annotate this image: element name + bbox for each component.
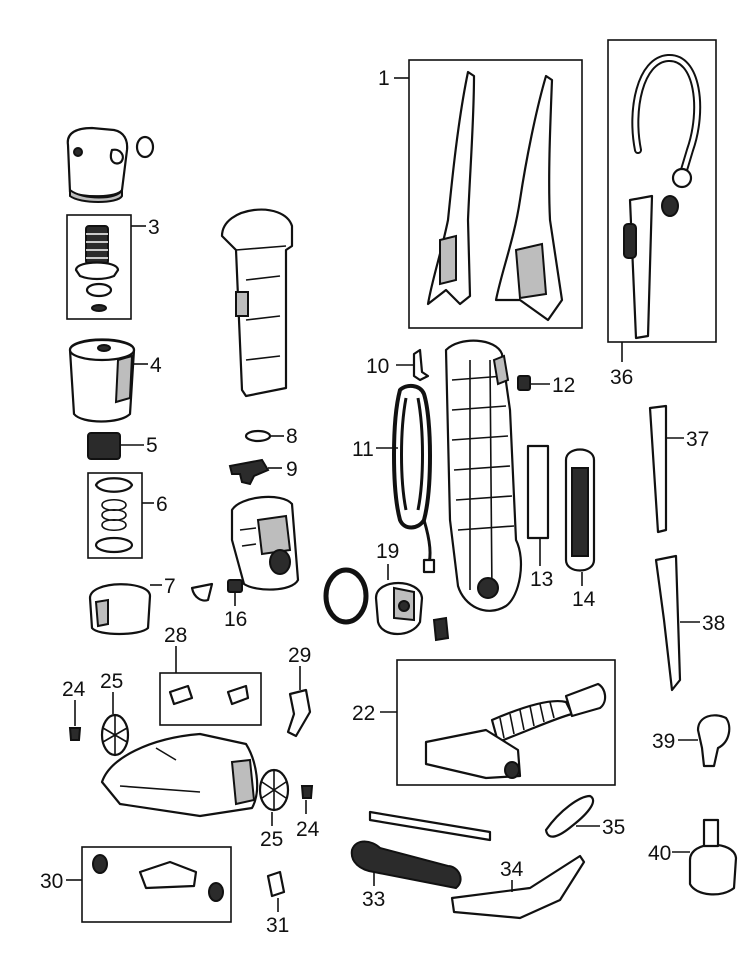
wheel-25-right	[258, 768, 290, 812]
ring-8	[244, 429, 272, 443]
label-16: 16	[224, 608, 247, 631]
label-13: 13	[530, 568, 553, 591]
label-34: 34	[500, 858, 524, 881]
handle-upper-housing	[220, 208, 294, 398]
label-38: 38	[702, 612, 725, 635]
dusting-brush-39	[696, 714, 731, 768]
hose-36	[623, 54, 702, 340]
power-foot-base	[100, 732, 259, 818]
label-33: 33	[362, 888, 385, 911]
clip-28a	[168, 684, 194, 706]
label-10: 10	[366, 355, 389, 378]
label-1: 1	[378, 67, 390, 90]
wand-37	[648, 404, 668, 534]
label-36: 36	[610, 366, 633, 389]
label-4: 4	[150, 354, 162, 377]
group-box-28	[159, 672, 262, 726]
label-14: 14	[572, 588, 596, 611]
label-22: 22	[352, 702, 375, 725]
belt-35	[544, 794, 595, 838]
label-37: 37	[686, 428, 709, 451]
switch-31	[266, 870, 286, 898]
label-6: 6	[156, 493, 168, 516]
filter-13	[526, 444, 550, 540]
label-5: 5	[146, 434, 158, 457]
filter-5	[87, 432, 121, 460]
upholstery-tool-40	[688, 818, 738, 896]
label-31: 31	[266, 914, 289, 937]
label-12: 12	[552, 374, 575, 397]
spring-assembly-6	[94, 477, 134, 554]
screw-24-right	[300, 785, 314, 799]
label-11: 11	[352, 438, 374, 461]
motor-housing	[230, 495, 300, 591]
group-box-30	[81, 846, 232, 923]
filter-assembly-3	[74, 225, 120, 312]
motor-19	[323, 567, 450, 642]
clip-9	[228, 458, 270, 486]
wheel-25-left	[100, 713, 130, 757]
pedal-29	[286, 688, 312, 738]
bracket-10	[412, 348, 430, 382]
brush-plate-30	[92, 854, 224, 902]
dust-cup-lid	[66, 126, 129, 203]
label-35: 35	[602, 816, 625, 839]
cup-bottom-7	[88, 582, 214, 636]
base-plate-34	[450, 854, 586, 920]
group-box-6	[87, 472, 143, 559]
label-9: 9	[286, 458, 298, 481]
power-cord-11	[392, 383, 436, 574]
filter-door-14	[564, 448, 596, 572]
label-30: 30	[40, 870, 63, 893]
label-40: 40	[648, 842, 671, 865]
latch-16	[227, 579, 243, 593]
handle-halves-1	[426, 70, 564, 322]
label-8: 8	[286, 425, 298, 448]
group-box-1	[408, 59, 583, 329]
main-body	[444, 339, 523, 612]
label-29: 29	[288, 644, 311, 667]
o-ring-small	[135, 135, 155, 159]
label-25a: 25	[100, 670, 123, 693]
label-24a: 24	[62, 678, 86, 701]
group-box-22	[396, 659, 616, 786]
clip-12	[517, 375, 531, 391]
group-box-36	[607, 39, 717, 343]
clip-28b	[226, 684, 250, 706]
brush-roll-33	[350, 810, 492, 890]
crevice-tool-38	[654, 554, 682, 692]
label-7: 7	[164, 575, 176, 598]
label-24b: 24	[296, 818, 320, 841]
label-39: 39	[652, 730, 675, 753]
label-3: 3	[148, 216, 160, 239]
group-box-3	[66, 214, 132, 320]
label-28: 28	[164, 624, 187, 647]
label-25b: 25	[260, 828, 283, 851]
label-19: 19	[376, 540, 399, 563]
accessory-hose-22	[424, 682, 607, 780]
screw-24-left	[68, 727, 82, 741]
dust-cup-cylinder-4	[68, 338, 136, 423]
